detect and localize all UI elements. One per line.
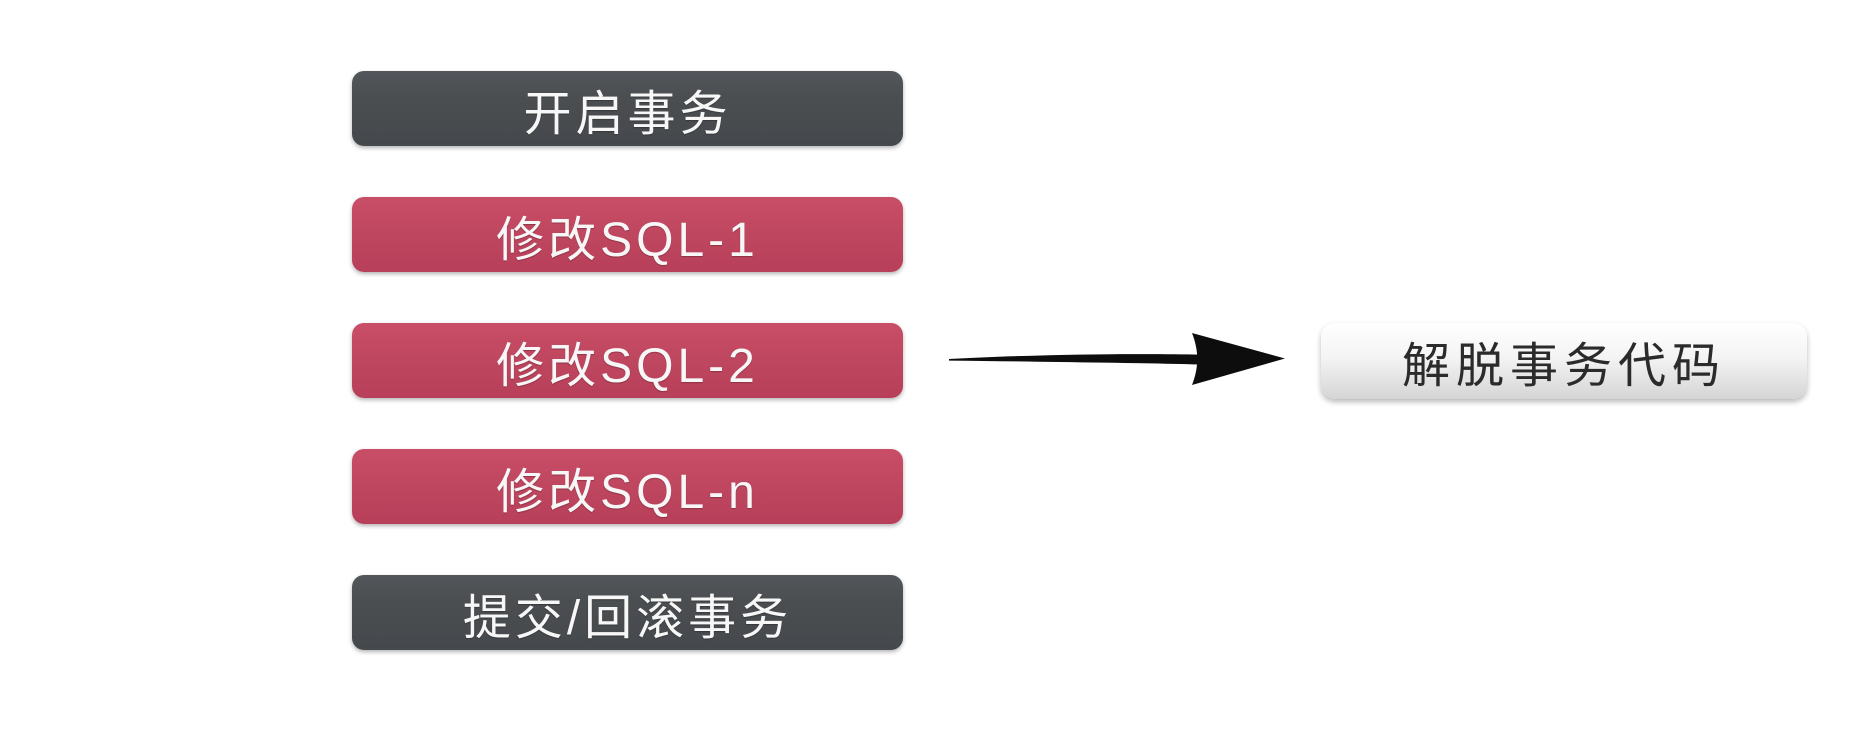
step-label: 提交/回滚事务: [462, 591, 793, 645]
step-modify-sql-n: 修改SQL-n: [352, 449, 903, 524]
step-label: 开启事务: [523, 87, 732, 141]
step-label: 修改SQL-1: [496, 213, 759, 267]
callout-extract-transaction-code: 解脱事务代码: [1321, 323, 1807, 399]
step-modify-sql-2: 修改SQL-2: [352, 323, 903, 398]
step-label: 修改SQL-2: [496, 339, 759, 393]
arrow-right-icon: [943, 325, 1291, 393]
callout-label: 解脱事务代码: [1401, 340, 1726, 393]
step-label: 修改SQL-n: [496, 465, 759, 519]
step-commit-rollback-transaction: 提交/回滚事务: [352, 575, 903, 650]
step-modify-sql-1: 修改SQL-1: [352, 197, 903, 272]
step-open-transaction: 开启事务: [352, 71, 903, 146]
